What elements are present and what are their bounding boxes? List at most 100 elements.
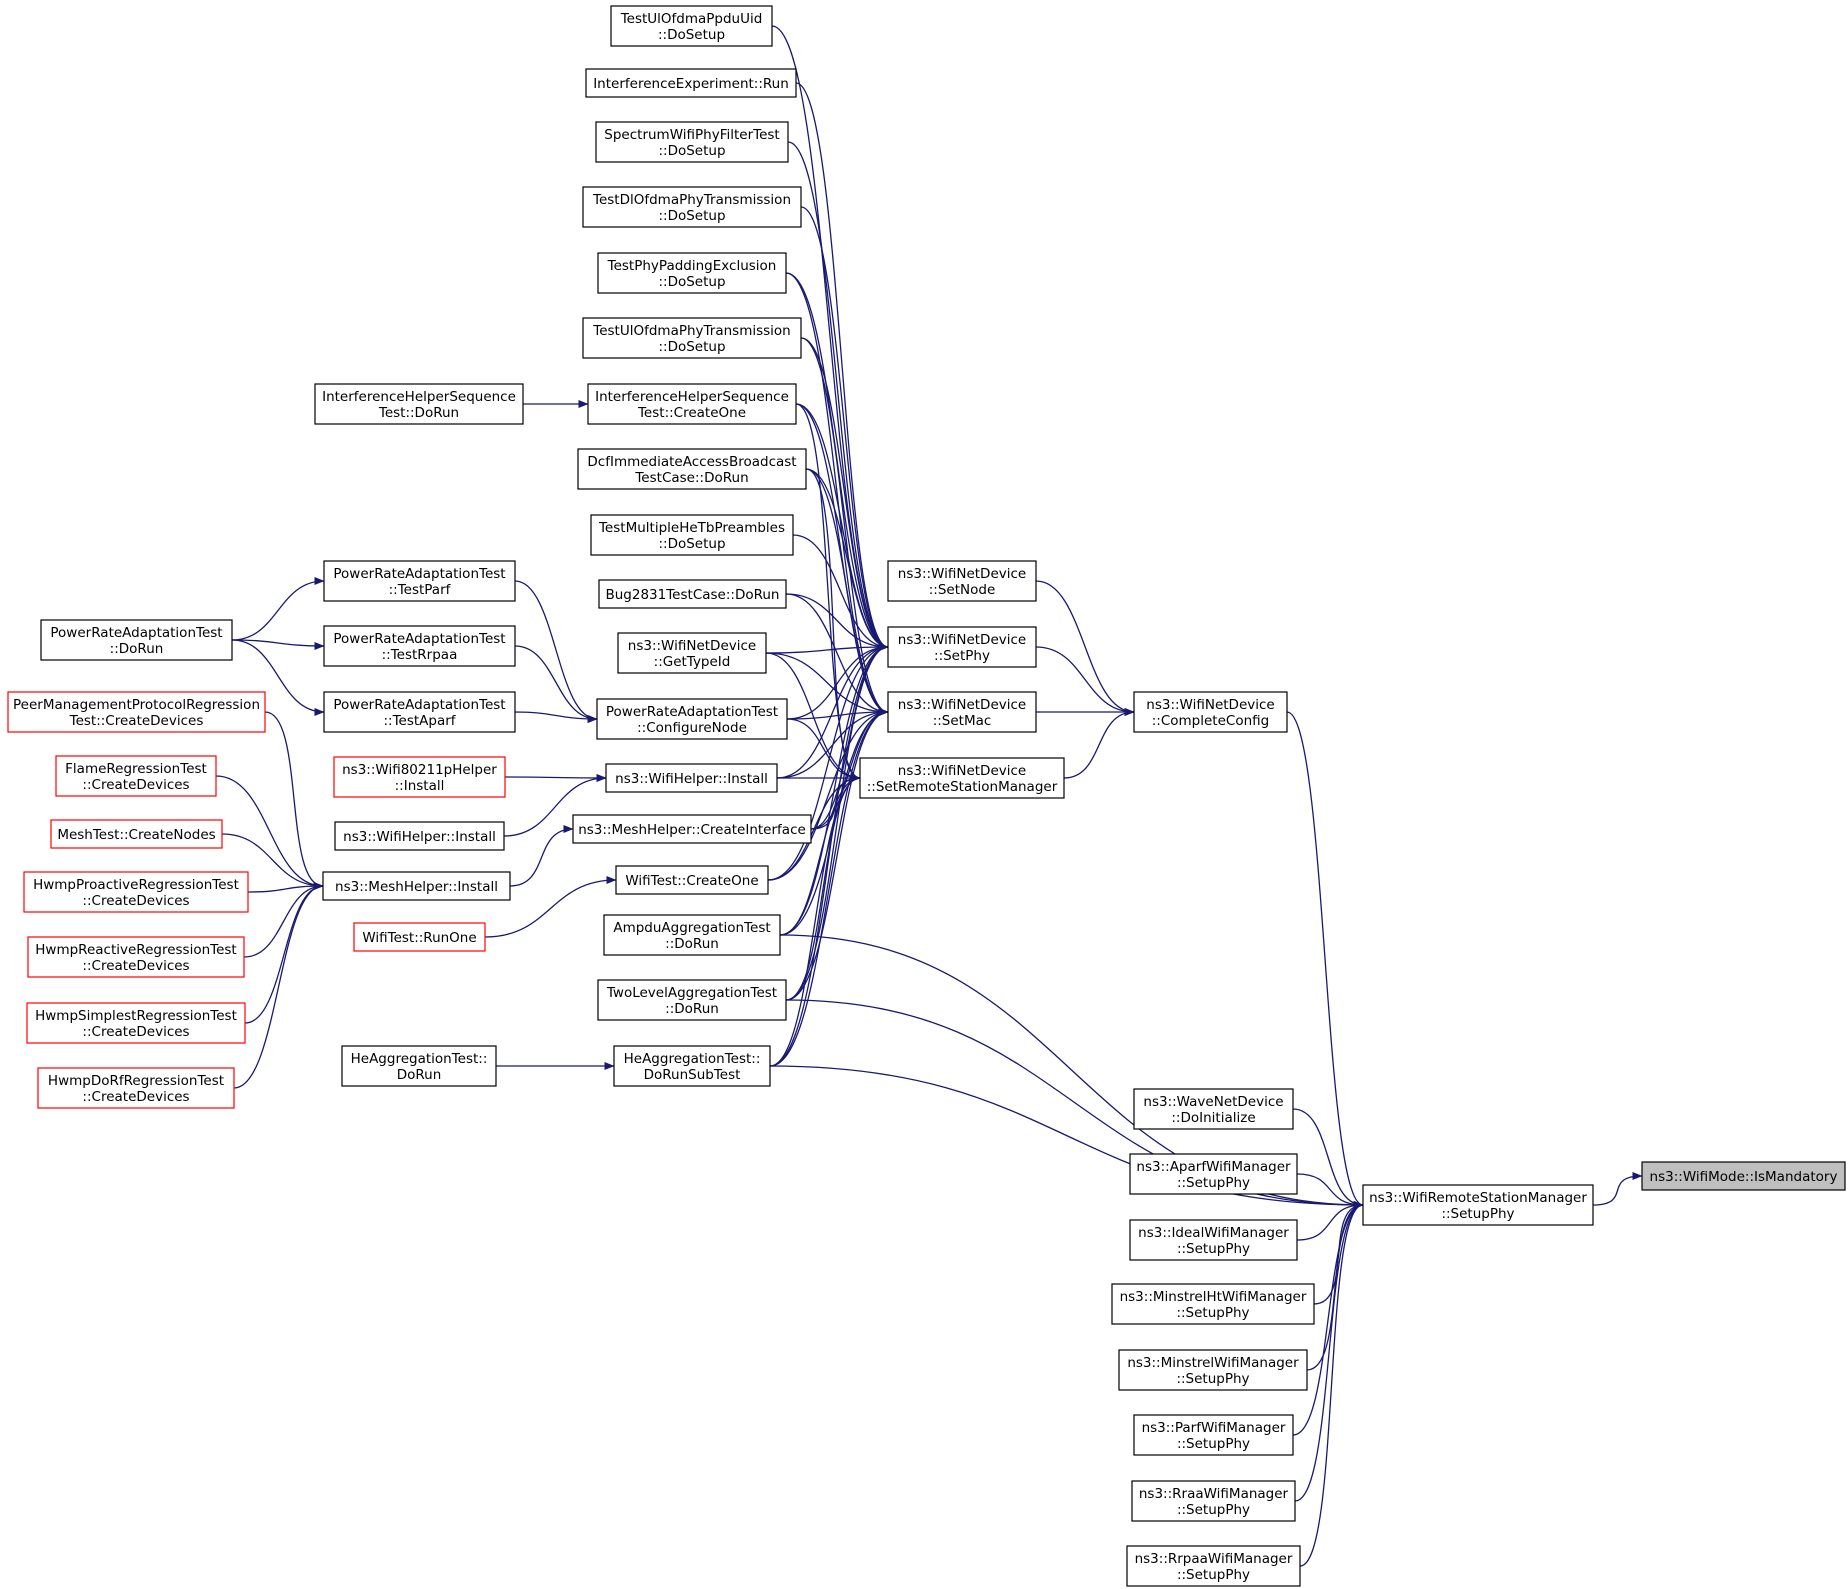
- node-box: [587, 383, 797, 425]
- graph-node-ideal_setupphy[interactable]: ns3::IdealWifiManager::SetupPhy: [1129, 1219, 1298, 1261]
- graph-node-setnode[interactable]: ns3::WifiNetDevice::SetNode: [887, 560, 1037, 602]
- node-box: [353, 922, 486, 952]
- call-edge-wifihelper_install_a-to-setmac: [776, 708, 889, 779]
- call-edge-parf_setupphy-to-rsm_setupphy: [1292, 1201, 1364, 1436]
- node-box: [859, 757, 1065, 799]
- graph-node-spectrum_filter[interactable]: SpectrumWifiPhyFilterTest::DoSetup: [595, 121, 789, 163]
- node-layer: ns3::WifiMode::IsMandatoryns3::WifiRemot…: [7, 5, 1846, 1587]
- node-label-line: ns3::WifiNetDevice: [898, 763, 1026, 779]
- graph-node-multiplehetb[interactable]: TestMultipleHeTbPreambles::DoSetup: [590, 514, 794, 556]
- graph-node-testaparf[interactable]: PowerRateAdaptationTest::TestAparf: [323, 691, 516, 733]
- node-box: [50, 819, 223, 849]
- graph-node-dlofdma[interactable]: TestDlOfdmaPhyTransmission::DoSetup: [582, 186, 802, 228]
- graph-node-setmac[interactable]: ns3::WifiNetDevice::SetMac: [887, 691, 1037, 733]
- graph-node-testparf[interactable]: PowerRateAdaptationTest::TestParf: [323, 560, 516, 602]
- node-label-line: SpectrumWifiPhyFilterTest: [604, 127, 779, 143]
- call-edge-interf_run-to-setphy: [795, 82, 889, 651]
- node-box: [334, 821, 505, 851]
- node-label-line: ns3::WifiNetDevice: [898, 566, 1026, 582]
- node-box: [605, 763, 778, 793]
- graph-node-meshhelper_install[interactable]: ns3::MeshHelper::Install: [322, 871, 511, 901]
- graph-node-heagg_dorun[interactable]: HeAggregationTest::DoRun: [341, 1045, 497, 1087]
- call-edge-dcf_dorun-to-setrsm: [805, 468, 861, 782]
- node-label-line: ns3::MinstrelWifiManager: [1127, 1355, 1299, 1371]
- node-label-line: WifiTest::RunOne: [362, 930, 476, 946]
- node-label-line: ::DoSetup: [658, 27, 725, 43]
- graph-node-wifitest_runone[interactable]: WifiTest::RunOne: [353, 922, 486, 952]
- node-label-line: ::DoRun: [665, 936, 719, 952]
- graph-node-hwmp_simplest[interactable]: HwmpSimplestRegressionTest::CreateDevice…: [26, 1002, 246, 1044]
- graph-node-wifihelper_install_a[interactable]: ns3::WifiHelper::Install: [605, 763, 778, 793]
- graph-node-wave_doinit[interactable]: ns3::WaveNetDevice::DoInitialize: [1133, 1088, 1294, 1130]
- node-box: [596, 698, 788, 740]
- graph-node-hwmp_dorf[interactable]: HwmpDoRfRegressionTest::CreateDevices: [37, 1067, 235, 1109]
- graph-node-parf_setupphy[interactable]: ns3::ParfWifiManager::SetupPhy: [1133, 1414, 1294, 1456]
- call-edge-hwmp_reactive-to-meshhelper_install: [243, 882, 324, 958]
- edge-layer: [215, 25, 1643, 1567]
- graph-node-mesh_createinterface[interactable]: ns3::MeshHelper::CreateInterface: [572, 814, 812, 844]
- graph-node-wifihelper_install_b[interactable]: ns3::WifiHelper::Install: [334, 821, 505, 851]
- graph-node-ihs_createone[interactable]: InterferenceHelperSequenceTest::CreateOn…: [587, 383, 797, 425]
- node-label-line: ::Install: [395, 778, 445, 794]
- node-label-line: TestDlOfdmaPhyTransmission: [592, 192, 791, 208]
- call-edge-minstrel_setupphy-to-rsm_setupphy: [1306, 1201, 1364, 1371]
- graph-node-rsm_setupphy[interactable]: ns3::WifiRemoteStationManager::SetupPhy: [1362, 1184, 1594, 1226]
- graph-node-configurenode[interactable]: PowerRateAdaptationTest::ConfigureNode: [596, 698, 788, 740]
- graph-node-rrpaa_setupphy[interactable]: ns3::RrpaaWifiManager::SetupPhy: [1126, 1545, 1301, 1587]
- node-label-line: DoRunSubTest: [644, 1067, 741, 1083]
- call-edge-setnode-to-completeconfig: [1035, 580, 1135, 716]
- call-edge-configurenode-to-setmac: [786, 708, 889, 720]
- node-box: [585, 68, 797, 98]
- graph-node-wifi80211p_install[interactable]: ns3::Wifi80211pHelper::Install: [333, 756, 506, 798]
- graph-node-ulofdma_ppdu[interactable]: TestUlOfdmaPpduUid::DoSetup: [610, 5, 773, 47]
- call-edge-wifitest_runone-to-wifitest_createone: [484, 876, 617, 938]
- graph-node-wifitest_createone[interactable]: WifiTest::CreateOne: [615, 865, 769, 895]
- node-label-line: WifiTest::CreateOne: [625, 873, 758, 889]
- node-label-line: ::DoInitialize: [1171, 1110, 1255, 1126]
- call-edge-configurenode-to-setphy: [786, 643, 889, 720]
- call-edge-pra_dorun-to-testrrpaa: [231, 639, 325, 650]
- graph-node-testrrpaa[interactable]: PowerRateAdaptationTest::TestRrpaa: [323, 625, 516, 667]
- node-label-line: ::CompleteConfig: [1152, 713, 1269, 729]
- graph-node-is_mandatory[interactable]: ns3::WifiMode::IsMandatory: [1641, 1161, 1846, 1191]
- graph-node-minstrelht_setupphy[interactable]: ns3::MinstrelHtWifiManager::SetupPhy: [1111, 1283, 1315, 1325]
- node-label-line: TestPhyPaddingExclusion: [607, 258, 777, 274]
- node-label-line: Test::CreateDevices: [69, 713, 204, 729]
- node-box: [1641, 1161, 1846, 1191]
- node-box: [26, 1002, 246, 1044]
- node-box: [603, 914, 781, 956]
- graph-node-pra_dorun[interactable]: PowerRateAdaptationTest::DoRun: [40, 619, 233, 661]
- graph-node-dcf_dorun[interactable]: DcfImmediateAccessBroadcastTestCase::DoR…: [577, 448, 807, 490]
- graph-node-bug2831[interactable]: Bug2831TestCase::DoRun: [598, 579, 787, 609]
- graph-node-phypadding[interactable]: TestPhyPaddingExclusion::DoSetup: [597, 252, 787, 294]
- graph-node-aparf_setupphy[interactable]: ns3::AparfWifiManager::SetupPhy: [1129, 1153, 1298, 1195]
- node-box: [1118, 1349, 1308, 1391]
- node-label-line: HeAggregationTest::: [351, 1051, 488, 1067]
- graph-node-peermgmt[interactable]: PeerManagementProtocolRegressionTest::Cr…: [7, 691, 266, 733]
- graph-node-rraa_setupphy[interactable]: ns3::RraaWifiManager::SetupPhy: [1131, 1480, 1296, 1522]
- node-label-line: ::SetupPhy: [1177, 1436, 1250, 1452]
- graph-node-setphy[interactable]: ns3::WifiNetDevice::SetPhy: [887, 626, 1037, 668]
- graph-node-hwmp_reactive[interactable]: HwmpReactiveRegressionTest::CreateDevice…: [27, 936, 245, 978]
- graph-node-flame[interactable]: FlameRegressionTest::CreateDevices: [55, 755, 217, 797]
- graph-node-gettypeid[interactable]: ns3::WifiNetDevice::GetTypeId: [617, 632, 767, 674]
- call-edge-wifitest_createone-to-setphy: [767, 643, 889, 881]
- graph-node-minstrel_setupphy[interactable]: ns3::MinstrelWifiManager::SetupPhy: [1118, 1349, 1308, 1391]
- graph-node-meshtest[interactable]: MeshTest::CreateNodes: [50, 819, 223, 849]
- graph-node-hwmp_proactive[interactable]: HwmpProactiveRegressionTest::CreateDevic…: [23, 871, 249, 913]
- node-box: [37, 1067, 235, 1109]
- graph-node-interf_run[interactable]: InterferenceExperiment::Run: [585, 68, 797, 98]
- graph-node-ulofdma_phy[interactable]: TestUlOfdmaPhyTransmission::DoSetup: [582, 317, 802, 359]
- call-edge-meshhelper_install-to-mesh_createinterface: [509, 825, 574, 887]
- call-edge-heagg_subtest-to-setphy: [769, 643, 889, 1067]
- graph-node-twolevel_dorun[interactable]: TwoLevelAggregationTest::DoRun: [597, 979, 787, 1021]
- graph-node-setrsm[interactable]: ns3::WifiNetDevice::SetRemoteStationMana…: [859, 757, 1065, 799]
- call-edge-ampdu_dorun-to-setrsm: [779, 774, 861, 936]
- call-edge-testaparf-to-configurenode: [514, 711, 598, 723]
- graph-node-ampdu_dorun[interactable]: AmpduAggregationTest::DoRun: [603, 914, 781, 956]
- node-label-line: ns3::WifiNetDevice: [898, 697, 1026, 713]
- graph-node-heagg_subtest[interactable]: HeAggregationTest::DoRunSubTest: [613, 1045, 771, 1087]
- graph-node-completeconfig[interactable]: ns3::WifiNetDevice::CompleteConfig: [1133, 691, 1288, 733]
